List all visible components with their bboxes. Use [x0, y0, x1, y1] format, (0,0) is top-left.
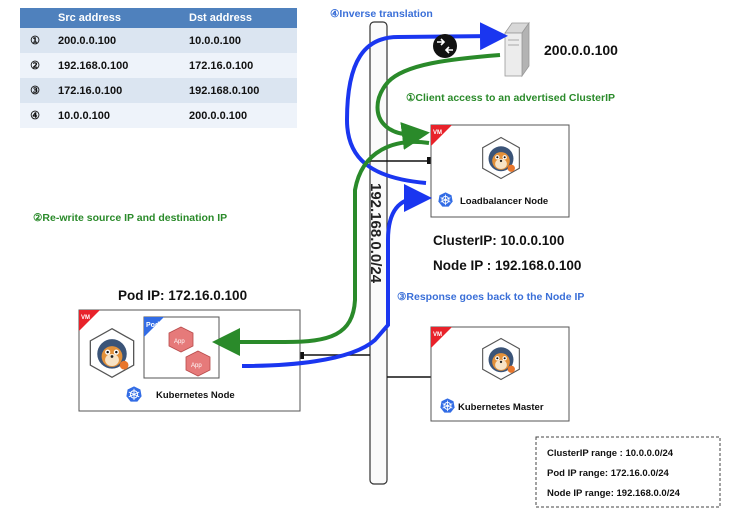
- range-pod: Pod IP range: 172.16.0.0/24: [547, 468, 670, 479]
- kubernetes-master: VM Kubernetes Master: [430, 326, 570, 422]
- kubernetes-node: VM Kubernetes Node Pod App App: [78, 309, 301, 412]
- vm-tag: VM: [433, 130, 442, 136]
- table-cell-src: 192.168.0.100: [50, 53, 181, 78]
- lb-node-name: Loadbalancer Node: [460, 196, 548, 207]
- network-label: 192.168.0.0/24: [367, 183, 384, 284]
- table-row: ④ 10.0.0.100 200.0.0.100: [20, 103, 297, 128]
- app-icon: App: [168, 326, 194, 353]
- pod-tag: Pod: [146, 322, 159, 329]
- table-cell-index: ②: [20, 53, 50, 78]
- vm-tag: VM: [81, 315, 90, 321]
- step2-label: ②Re-write source IP and destination IP: [33, 212, 227, 224]
- table-cell-src: 172.16.0.100: [50, 78, 181, 103]
- ranges-box: [535, 436, 721, 508]
- node-connectors: [300, 160, 431, 378]
- kube-node-name: Kubernetes Node: [156, 390, 235, 401]
- table-row: ③ 172.16.0.100 192.168.0.100: [20, 78, 297, 103]
- server-icon: [504, 21, 530, 78]
- table-header-src: Src address: [50, 8, 181, 28]
- table-cell-index: ③: [20, 78, 50, 103]
- step1-label: ①Client access to an advertised ClusterI…: [406, 92, 615, 104]
- table-header-row: Src address Dst address: [20, 8, 297, 28]
- range-cluster: ClusterIP range : 10.0.0.0/24: [547, 448, 674, 459]
- table-cell-src: 200.0.0.100: [50, 28, 181, 53]
- arrow-response: [241, 184, 432, 368]
- table-header-dst: Dst address: [181, 8, 297, 28]
- nodeip-label: Node IP : 192.168.0.100: [433, 258, 581, 273]
- master-node-name: Kubernetes Master: [458, 402, 544, 413]
- table-cell-dst: 200.0.0.100: [181, 103, 297, 128]
- table-header-index: [20, 8, 50, 28]
- podip-label: Pod IP: 172.16.0.100: [118, 288, 247, 303]
- table-cell-dst: 192.168.0.100: [181, 78, 297, 103]
- server-ip: 200.0.0.100: [544, 42, 618, 58]
- table-row: ② 192.168.0.100 172.16.0.100: [20, 53, 297, 78]
- step3-label: ③Response goes back to the Node IP: [397, 291, 584, 303]
- table-cell-src: 10.0.0.100: [50, 103, 181, 128]
- clusterip-label: ClusterIP: 10.0.0.100: [433, 233, 564, 248]
- svg-text:App: App: [174, 339, 185, 345]
- vm-tag: VM: [433, 332, 442, 338]
- arrow-inverse-translation: [344, 22, 508, 185]
- table-row: ① 200.0.0.100 10.0.0.100: [20, 28, 297, 53]
- translation-table: Src address Dst address ① 200.0.0.100 10…: [20, 8, 297, 128]
- table-cell-index: ①: [20, 28, 50, 53]
- table-cell-dst: 10.0.0.100: [181, 28, 297, 53]
- range-node: Node IP range: 192.168.0.0/24: [547, 488, 681, 499]
- arrow-rewrite: [212, 140, 430, 356]
- svg-text:App: App: [191, 363, 202, 369]
- table-cell-dst: 172.16.0.100: [181, 53, 297, 78]
- step4-label: ④Inverse translation: [330, 8, 433, 20]
- table-cell-index: ④: [20, 103, 50, 128]
- nat-icon: [433, 34, 457, 58]
- app-icon: App: [185, 350, 211, 377]
- arrow-client-access: [375, 53, 501, 150]
- loadbalancer-node: VM Loadbalancer Node: [430, 124, 570, 218]
